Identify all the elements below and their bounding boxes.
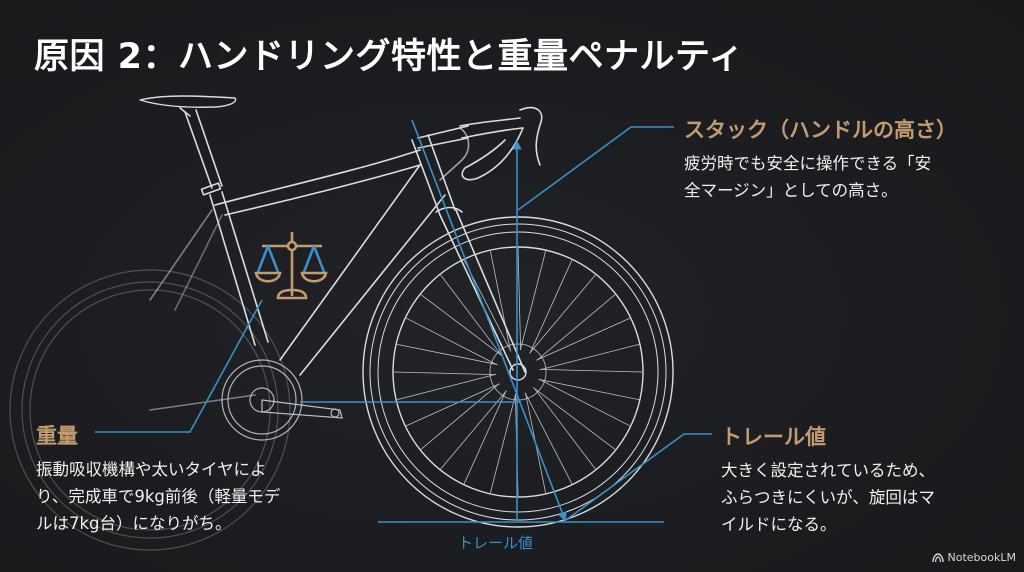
callout-trail-line: イルドになる。 [721, 515, 837, 534]
callout-trail-line: 大きく設定されているため、 [721, 461, 936, 480]
page-title: 原因 2：ハンドリング特性と重量ペナルティ [34, 37, 744, 77]
front-wheel [362, 216, 674, 528]
trail-dimension-label: トレール値 [458, 534, 534, 552]
callout-stack-body: 疲労時でも安全に操作できる「安 全マージン」としての高さ。 [684, 150, 984, 204]
callout-weight-line: ルは7kg台）になりがち。 [36, 514, 232, 533]
notebooklm-badge: NotebookLM [931, 551, 1016, 564]
rear-wheel [9, 269, 291, 551]
callout-stack-heading: スタック（ハンドルの高さ） [684, 118, 957, 142]
guide-lines [95, 119, 712, 523]
callout-trail-line: ふらつきにくいが、旋回はマ [721, 488, 935, 507]
callout-stack-line: 全マージン」としての高さ。 [684, 181, 898, 200]
callout-weight-heading: 重量 [36, 424, 78, 448]
callout-weight-line: り、完成車で9kg前後（軽量モデ [36, 487, 281, 506]
bike-frame [139, 95, 543, 411]
callout-weight-line: 振動吸収機構や太いタイヤによ [36, 460, 267, 479]
callout-weight-body: 振動吸収機構や太いタイヤによ り、完成車で9kg前後（軽量モデ ルは7kg台）に… [36, 456, 346, 537]
notebooklm-label: NotebookLM [947, 551, 1016, 564]
balance-scale-icon [254, 232, 328, 300]
callout-trail: トレール値 大きく設定されているため、 ふらつきにくいが、旋回はマ イルドになる… [721, 421, 1011, 538]
crankset [221, 359, 343, 441]
callout-weight: 重量 振動吸収機構や太いタイヤによ り、完成車で9kg前後（軽量モデ ルは7kg… [36, 420, 346, 537]
callout-stack-line: 疲労時でも安全に操作できる「安 [684, 154, 932, 173]
notebooklm-logo-icon [931, 552, 944, 562]
callout-trail-body: 大きく設定されているため、 ふらつきにくいが、旋回はマ イルドになる。 [721, 457, 1011, 538]
callout-stack: スタック（ハンドルの高さ） 疲労時でも安全に操作できる「安 全マージン」としての… [684, 114, 984, 204]
callout-trail-heading: トレール値 [721, 425, 826, 449]
